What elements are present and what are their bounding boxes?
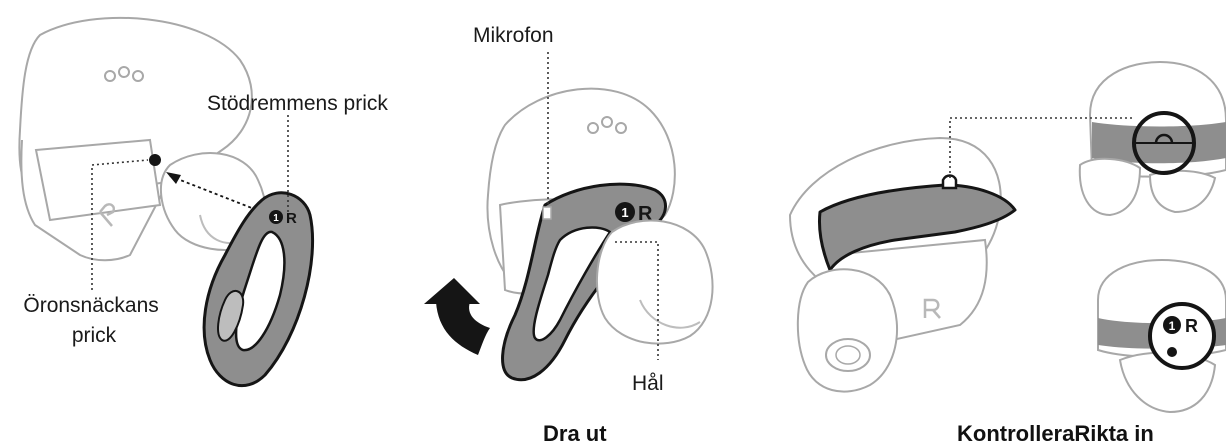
stability-band-opening	[234, 230, 286, 352]
earbud-marking-r	[923, 298, 941, 319]
detail-top-tip	[1078, 157, 1142, 217]
band-alignment-dot	[1167, 347, 1177, 357]
pull-arrow	[436, 302, 490, 355]
detail-top-tip-right	[1148, 169, 1217, 214]
hole-leader	[615, 241, 659, 360]
band-number: 1	[273, 213, 279, 224]
panel-pull-out: 1 R Mikrofon Hål Dra ut	[424, 24, 714, 446]
alignment-arrow	[169, 175, 263, 213]
pull-arrowhead	[424, 278, 480, 304]
earbud-vent-dot	[118, 66, 130, 78]
band-number: 1	[621, 205, 628, 220]
earbud-alignment-dot	[149, 154, 161, 166]
stability-band-right-tab	[941, 174, 958, 190]
band-number-badge	[269, 210, 283, 224]
detail-top-dot	[1154, 133, 1174, 144]
ear-dot-leader	[91, 159, 149, 290]
ear-dot-label-line2: prick	[72, 324, 117, 347]
band-dot-label: Stödremmens prick	[207, 92, 388, 115]
check-align-caption: KontrolleraRikta in	[957, 421, 1154, 446]
ear-tip-inner-center	[639, 299, 701, 329]
ear-tip-right-opening-inner	[835, 345, 861, 365]
earbud-vent-dot	[615, 122, 627, 134]
ear-tip-center	[595, 219, 714, 345]
band-side-marking: R	[286, 210, 297, 227]
stability-band-center-opening	[532, 226, 612, 342]
earbud-vent-dot	[587, 122, 599, 134]
earbud-vent-dot	[601, 116, 613, 128]
hole-label: Hål	[632, 372, 664, 395]
earbud-vent-dot	[104, 70, 116, 82]
earbud-vent-dot	[132, 70, 144, 82]
detail-bottom-magnifier	[1148, 302, 1216, 370]
ear-dot-label-line1: Öronsnäckans	[23, 294, 158, 317]
detail-top-magnifier	[1132, 111, 1196, 175]
detail-bottom: 1 R	[1097, 258, 1226, 414]
band-number-badge	[1163, 316, 1181, 334]
microphone-label: Mikrofon	[473, 24, 554, 47]
band-number-badge	[615, 202, 635, 222]
pull-out-caption: Dra ut	[543, 421, 607, 446]
check-leader	[949, 117, 1135, 178]
band-side-marking: R	[1185, 316, 1198, 336]
detail-top	[1078, 60, 1226, 217]
panel-align-dots: 1 R Stödremmens prick Öronsnäckans prick	[18, 16, 388, 388]
panel-check-align: 1 R KontrolleraRikta in	[788, 60, 1226, 446]
stability-band-inner	[217, 290, 245, 342]
microphone-mark	[542, 206, 552, 220]
band-number: 1	[1169, 319, 1176, 333]
earbud-nozzle-left	[34, 138, 162, 222]
ear-dot-label: Öronsnäckans prick	[23, 294, 164, 347]
arrowhead	[166, 172, 181, 184]
earbud-marking-r	[99, 203, 115, 227]
ear-tip-right	[796, 268, 898, 393]
